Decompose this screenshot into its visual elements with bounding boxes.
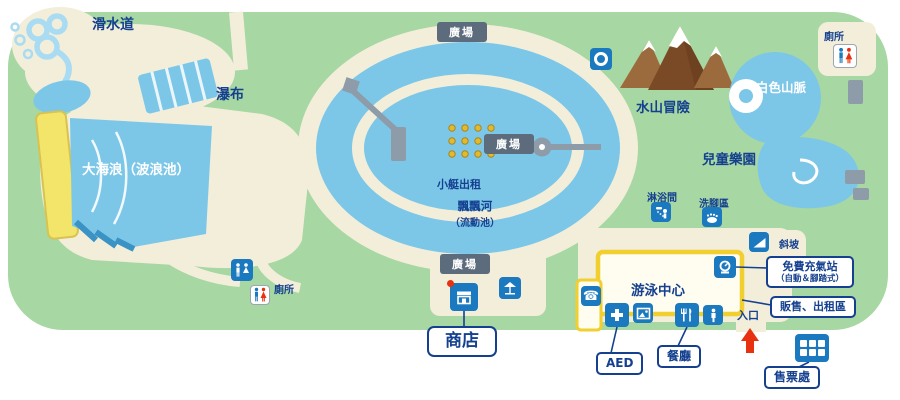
lazy-river-label: 飄飄河 （流動池）: [450, 199, 500, 229]
aed-icon: [605, 303, 629, 327]
boat-dock: [342, 77, 601, 161]
boat-rental-label: 小艇出租: [437, 178, 481, 191]
white-mountain-label: 白色山脈: [756, 80, 807, 95]
toilet-label-south: 廁所: [274, 285, 294, 296]
shop-marker-dot: [447, 280, 454, 287]
kids-park-label: 兒童樂園: [702, 152, 756, 168]
kiosk-icon: [499, 277, 521, 299]
winding-path: [248, 208, 302, 293]
wave-lines: [90, 131, 128, 225]
slope-label: 斜坡: [779, 240, 799, 251]
swim-center-label: 游泳中心: [631, 283, 685, 299]
changing-room-icon: [633, 303, 653, 323]
toilet-path: [156, 248, 241, 287]
entrance-label: 入口: [737, 309, 759, 322]
plaza-pool: [364, 85, 572, 211]
air-pump-icon: [714, 256, 736, 278]
leader-lines: [463, 266, 810, 369]
foot-wash-icon: [702, 207, 722, 227]
kids-equipment: [845, 80, 869, 200]
white-mountain-pool: [729, 52, 821, 144]
waterfall-label: 瀑布: [216, 87, 244, 103]
water-tube-icon: [590, 48, 612, 70]
restaurant-icon: [675, 303, 699, 327]
waterfall-feature: [138, 58, 218, 114]
shop-icon: [447, 280, 478, 311]
shower-label: 淋浴間: [647, 193, 677, 204]
restroom-icon: [250, 285, 270, 305]
kids-pool: [757, 136, 860, 209]
toilet-icon: [231, 259, 253, 281]
plaza-badge-top: 廣場: [437, 22, 487, 42]
water-slide-label: 滑水道: [92, 17, 134, 33]
air-station-callout: 免費充氣站 （自動＆腳踏式）: [766, 256, 855, 289]
phone-icon: ☎: [581, 286, 601, 306]
shower-icon: [651, 202, 671, 222]
foot-wash-label: 洗腳區: [699, 199, 729, 210]
wave-machine-stripes: [73, 219, 136, 252]
restroom-icon-north: [833, 44, 857, 68]
ticket-window-icon: [795, 334, 829, 362]
plaza-badge-bottom: 廣場: [440, 254, 490, 274]
plaza-badge-center: 廣場: [484, 134, 534, 154]
shop-callout: 商店: [427, 326, 497, 358]
toilet-label-north: 廁所: [824, 32, 844, 43]
slope-icon: [749, 232, 769, 252]
aed-callout: AED: [596, 352, 644, 375]
wave-pool-water: [70, 118, 212, 248]
ticket-office-callout: 售票處: [764, 366, 821, 389]
staff-icon: [703, 305, 723, 325]
wave-pool-label: 大海浪（波浪池）: [82, 162, 190, 178]
water-mountain-feature: [620, 26, 734, 90]
north-path: [229, 11, 248, 71]
entrance-arrow-icon: [741, 328, 759, 354]
spiral-apron: [12, 7, 108, 83]
splash-pool: [33, 80, 91, 114]
sales-rental-callout: 販售、出租區: [770, 296, 856, 318]
restaurant-callout: 餐廳: [657, 345, 702, 368]
entrance-walk: [736, 310, 766, 332]
kids-pool-swirl: [792, 158, 819, 185]
water-mountain-label: 水山冒險: [636, 100, 690, 116]
